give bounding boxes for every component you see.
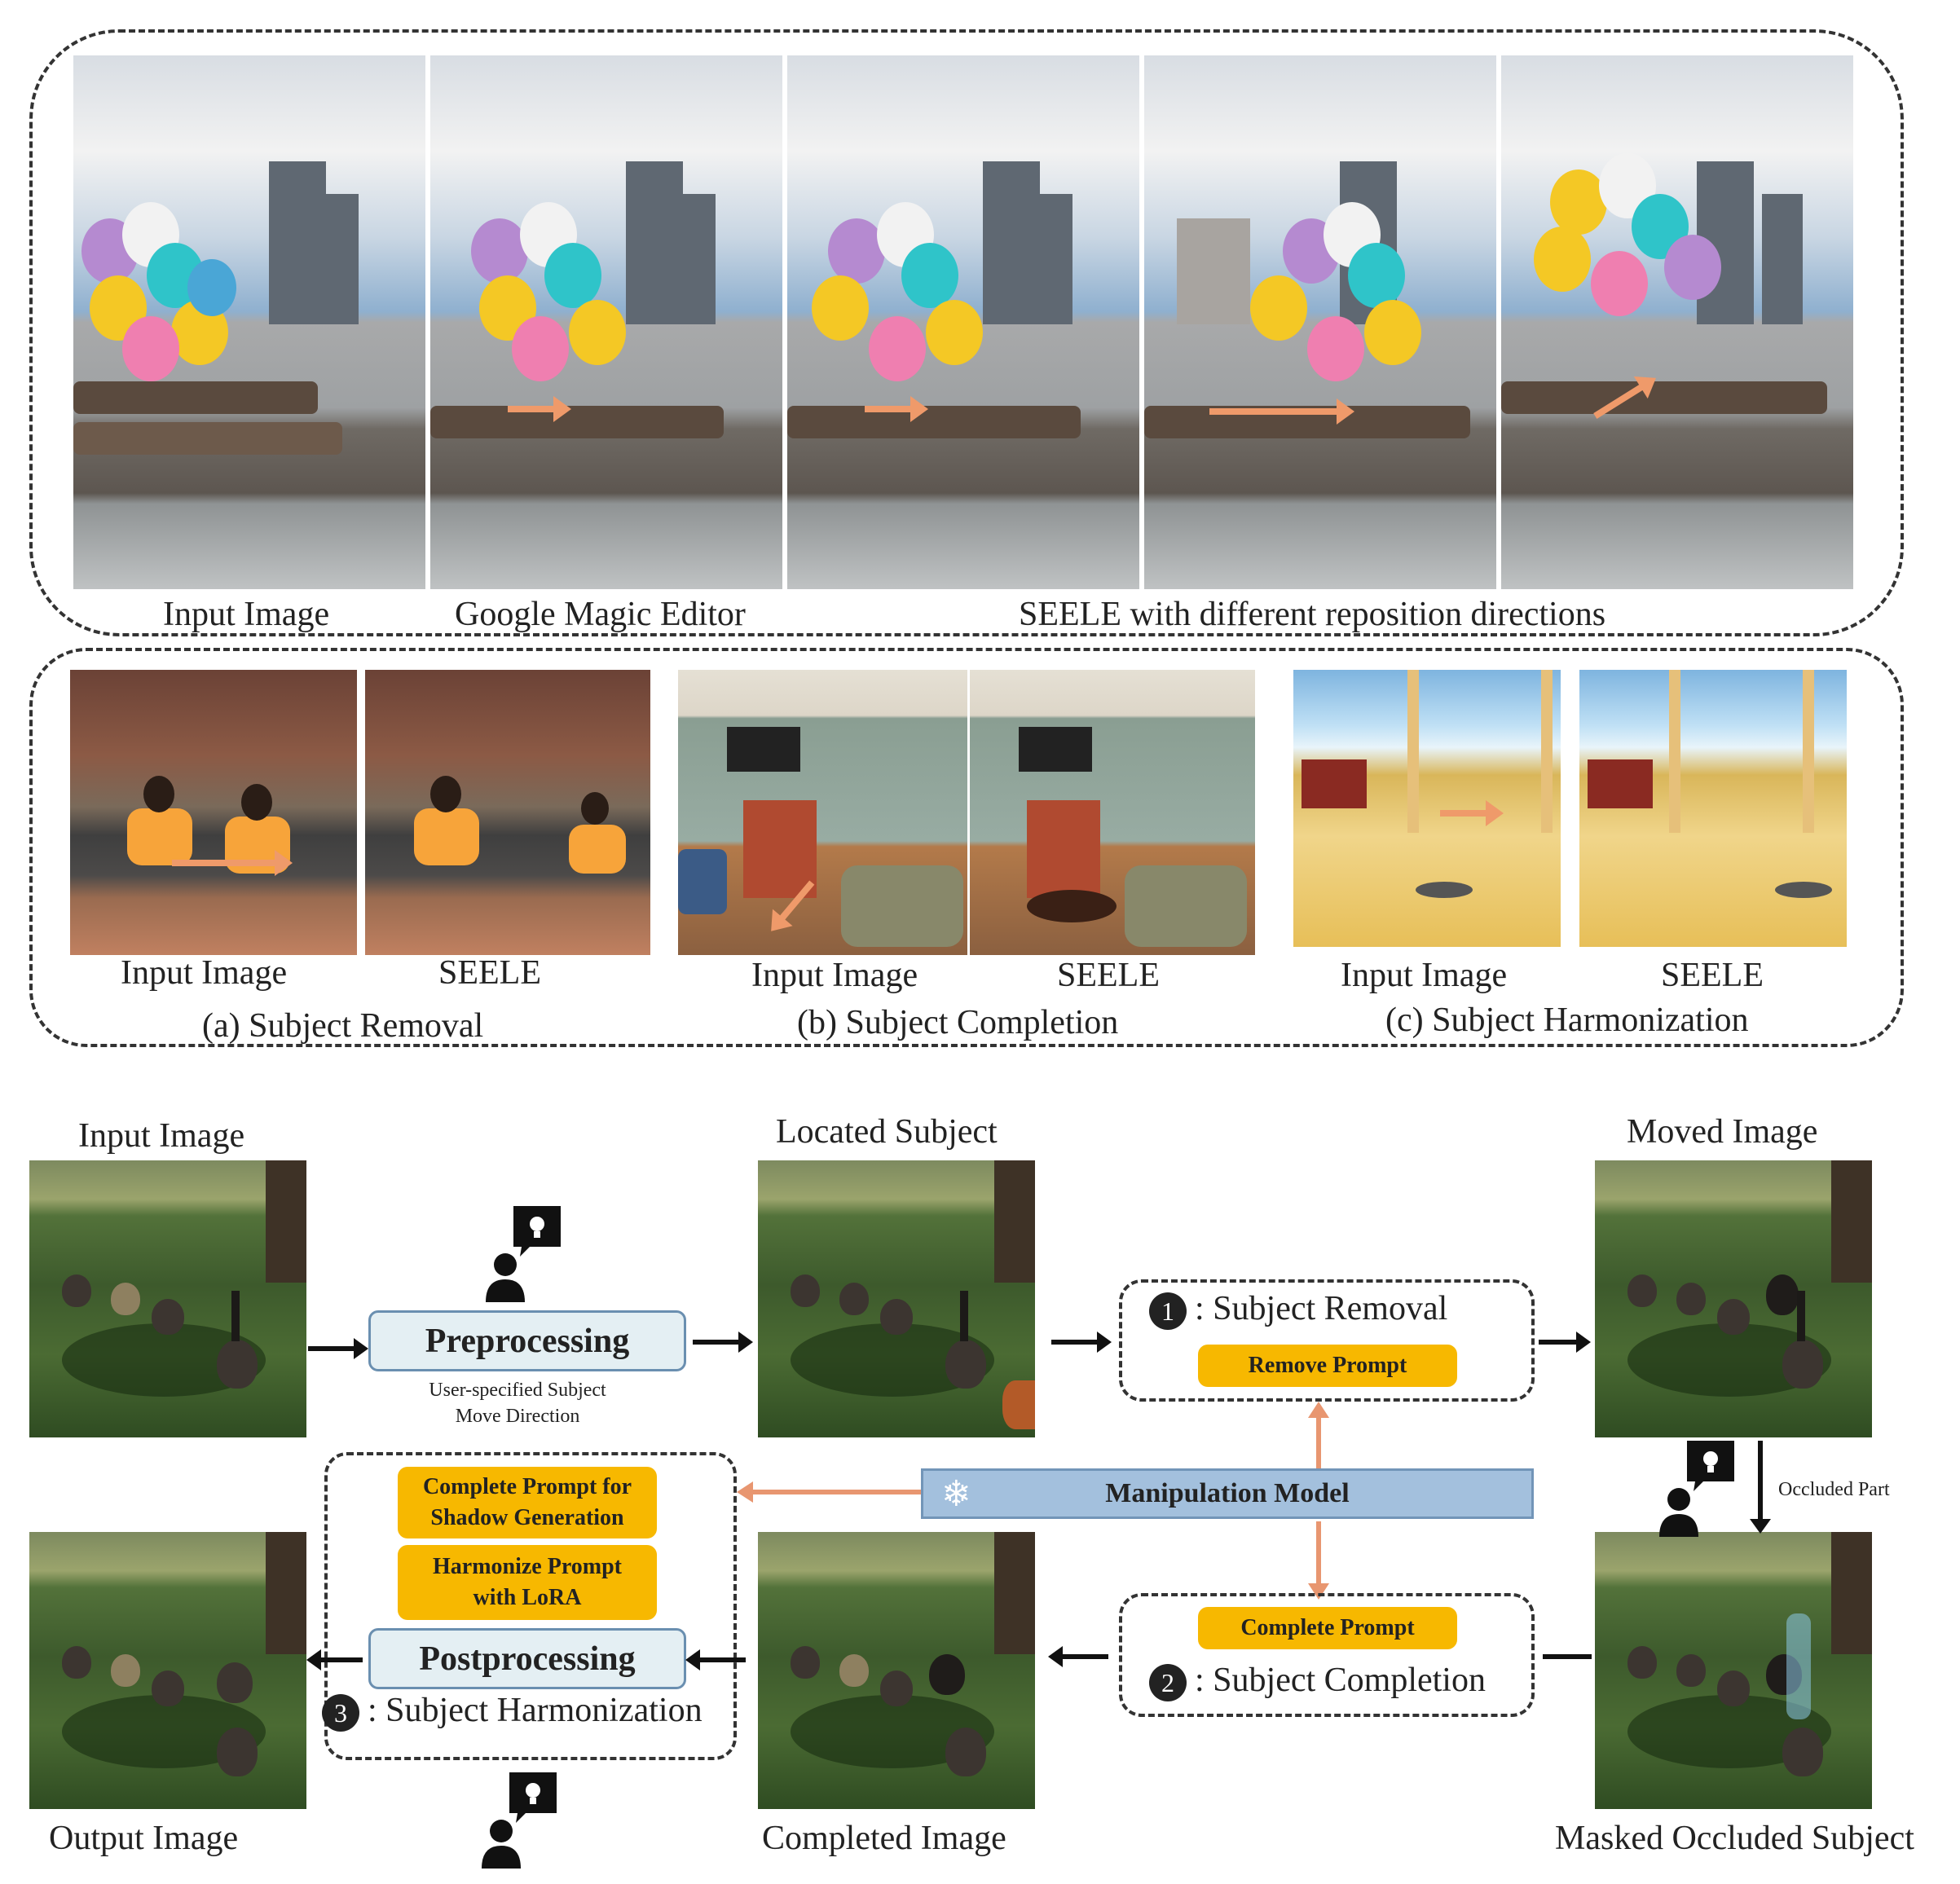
user-lightbulb-icon (1659, 1441, 1734, 1537)
arrow-right-icon (865, 396, 928, 422)
arrow-left-icon (685, 1649, 746, 1671)
applications-panel-frame (29, 648, 1904, 1047)
completion-input-image (678, 670, 967, 955)
arrow-right-icon (693, 1332, 753, 1353)
arrow-right-icon (508, 396, 571, 422)
moved-image-label: Moved Image (1627, 1113, 1818, 1151)
arrow-left-icon (1048, 1646, 1108, 1667)
remove-prompt: Remove Prompt (1198, 1345, 1457, 1387)
removal-output-image (365, 670, 650, 955)
manipulation-model-label: Manipulation Model (1105, 1478, 1350, 1508)
located-subject-image (758, 1160, 1035, 1437)
step3-number: 3 (322, 1694, 359, 1732)
harmonize-prompt: Harmonize Prompt with LoRA (398, 1545, 657, 1620)
harmonization-output-image (1579, 670, 1847, 947)
occluded-part-label: Occluded Part (1778, 1479, 1890, 1500)
balloon-magic-editor-image (430, 55, 782, 589)
balloon-input-image (73, 55, 425, 589)
completed-image (758, 1532, 1035, 1809)
arrow-up-icon (1308, 1402, 1329, 1472)
harmonization-input-label: Input Image (1341, 957, 1508, 994)
balloon-seele-image-2 (1144, 55, 1496, 589)
complete-prompt: Complete Prompt (1198, 1607, 1457, 1649)
arrow-horizontal-icon (172, 850, 293, 876)
top-panel-frame (29, 29, 1904, 636)
arrow-right-icon (1209, 398, 1354, 425)
shadow-prompt: Complete Prompt for Shadow Generation (398, 1467, 657, 1538)
masked-occluded-image (1595, 1532, 1872, 1809)
arrow-right-icon (308, 1338, 368, 1359)
removal-output-label: SEELE (438, 954, 541, 992)
step1-number: 1 (1149, 1292, 1187, 1331)
subject-completion-box (1119, 1593, 1535, 1717)
manipulation-model-box: ❄ Manipulation Model (921, 1468, 1534, 1519)
balloon-seele-image-1 (787, 55, 1139, 589)
connector-line (1543, 1654, 1592, 1659)
removal-input-image (70, 670, 357, 955)
subject-harmonization-box (324, 1452, 737, 1760)
harmonization-output-label: SEELE (1661, 957, 1764, 994)
completion-title: (b) Subject Completion (797, 1004, 1119, 1041)
caption-input-image: Input Image (163, 596, 330, 633)
output-image (29, 1532, 306, 1809)
arrow-right-icon (1440, 800, 1504, 826)
removal-title: (a) Subject Removal (202, 1007, 484, 1045)
step2-number: 2 (1149, 1664, 1187, 1702)
preprocessing-box: Preprocessing (368, 1310, 686, 1371)
masked-occluded-label: Masked Occluded Subject (1555, 1820, 1914, 1857)
pipeline-input-label: Input Image (78, 1117, 245, 1155)
postprocessing-box: Postprocessing (368, 1628, 686, 1689)
harmonization-input-image (1293, 670, 1561, 947)
user-lightbulb-icon (486, 1206, 561, 1302)
user-lightbulb-icon (482, 1772, 557, 1869)
subject-removal-box (1119, 1279, 1535, 1402)
completion-input-label: Input Image (751, 957, 918, 994)
pipeline-input-image (29, 1160, 306, 1437)
snowflake-icon: ❄ (941, 1472, 971, 1515)
arrow-right-icon (1539, 1332, 1591, 1353)
preprocessing-note: User-specified Subject Move Direction (429, 1380, 606, 1427)
arrow-left-icon (737, 1481, 921, 1503)
moved-image (1595, 1160, 1872, 1437)
balloon-seele-image-3 (1501, 55, 1853, 589)
removal-input-label: Input Image (121, 954, 288, 992)
caption-seele-directions: SEELE with different reposition directio… (1019, 596, 1606, 633)
arrow-down-icon (1750, 1441, 1771, 1534)
located-subject-label: Located Subject (776, 1113, 998, 1151)
completion-output-image (970, 670, 1255, 955)
output-image-label: Output Image (49, 1820, 239, 1857)
step1-label: 1: Subject Removal (1149, 1289, 1447, 1331)
step3-label: 3: Subject Harmonization (322, 1691, 703, 1732)
harmonization-title: (c) Subject Harmonization (1385, 1001, 1749, 1039)
arrow-down-icon (1308, 1521, 1329, 1600)
arrow-left-icon (306, 1649, 363, 1671)
completion-output-label: SEELE (1057, 957, 1160, 994)
step2-label: 2: Subject Completion (1149, 1661, 1486, 1702)
arrow-right-icon (1051, 1332, 1112, 1353)
completed-image-label: Completed Image (762, 1820, 1006, 1857)
caption-magic-editor: Google Magic Editor (455, 596, 746, 633)
